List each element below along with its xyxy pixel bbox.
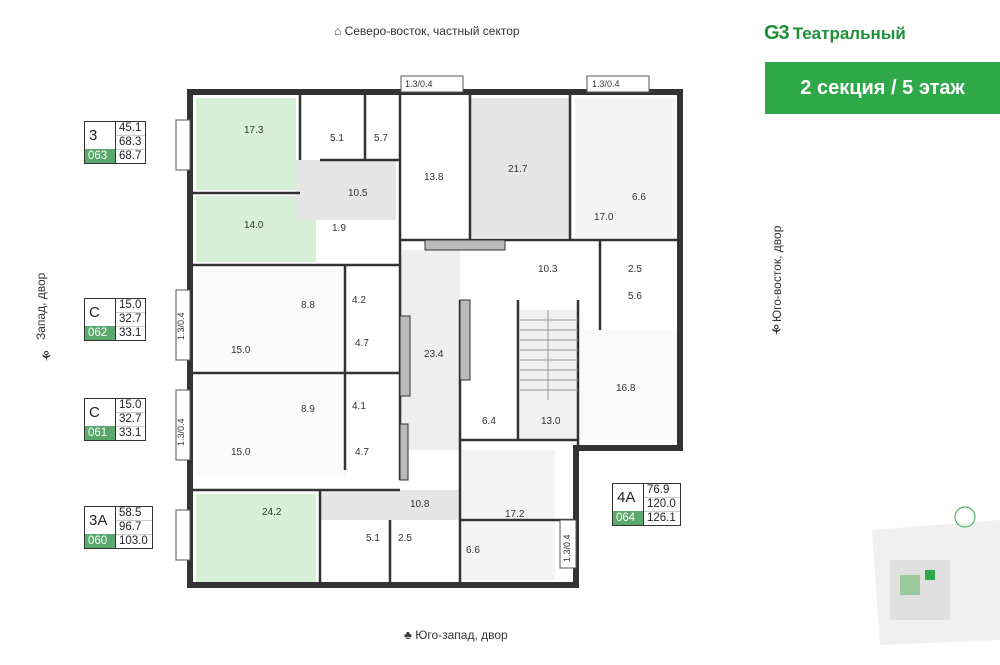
room-area: 15.0 — [231, 345, 251, 356]
room-area: 4.2 — [352, 295, 366, 306]
inner-walls — [190, 92, 680, 585]
lift-shafts — [399, 239, 506, 481]
compass-icon — [954, 506, 976, 528]
total-area: 96.7 — [116, 521, 152, 535]
room-area: 2.5 — [398, 533, 412, 544]
apartment-type: 3 — [89, 127, 98, 144]
balcony-label: 1.3/0.4 — [592, 79, 620, 89]
playground-icon: ⚘ — [40, 348, 53, 364]
house-icon: ⌂ — [334, 24, 342, 38]
room-064-kitchen[interactable] — [575, 98, 675, 238]
outer-walls — [187, 89, 683, 588]
room-area: 6.4 — [482, 416, 496, 427]
room-area: 1.9 — [332, 223, 346, 234]
room-060-bedroom[interactable] — [196, 494, 316, 584]
tree-icon: ♣ — [404, 628, 412, 642]
room-area: 21.7 — [508, 164, 528, 175]
total-area: 32.7 — [116, 413, 146, 427]
room-fills — [196, 98, 678, 584]
apartment-number: 061 — [85, 426, 115, 440]
room-area: 16.8 — [616, 383, 636, 394]
balcony-label: 1.3/0.4 — [176, 312, 186, 340]
room-area: 4.7 — [355, 338, 369, 349]
brand-mark: G3 — [764, 22, 790, 44]
apartment-number: 060 — [85, 534, 115, 548]
room-area: 23.4 — [424, 349, 444, 360]
living-area: 15.0 — [116, 299, 146, 313]
room-area: 15.0 — [231, 447, 251, 458]
section-floor-banner: 2 секция / 5 этаж — [765, 62, 1000, 114]
balcony-label: 1.3/0.4 — [176, 418, 186, 446]
direction-south-label: Юго-запад, двор — [415, 628, 508, 642]
total-area-balcony: 103.0 — [119, 535, 148, 547]
room-area: 6.6 — [632, 192, 646, 203]
direction-north-label: Северо-восток, частный сектор — [344, 24, 520, 38]
balconies — [175, 75, 650, 569]
room-area: 8.9 — [301, 404, 315, 415]
room-064-living[interactable] — [470, 98, 570, 238]
living-area: 45.1 — [116, 122, 146, 136]
room-area: 17.0 — [594, 212, 614, 223]
apartment-type: С — [89, 404, 100, 421]
room-area: 6.6 — [466, 545, 480, 556]
total-area-balcony: 33.1 — [119, 327, 142, 339]
room-area: 2.5 — [628, 264, 642, 275]
room-area: 14.0 — [244, 220, 264, 231]
apartment-type: С — [89, 304, 100, 321]
total-area-balcony: 68.7 — [119, 150, 142, 162]
room-area: 24.2 — [262, 507, 282, 518]
total-area: 32.7 — [116, 313, 146, 327]
total-area-balcony: 33.1 — [119, 427, 142, 439]
living-area: 15.0 — [116, 399, 146, 413]
room-area: 4.1 — [352, 401, 366, 412]
room-063-bedroom[interactable] — [196, 98, 296, 190]
room-area: 13.0 — [541, 416, 561, 427]
room-area: 10.3 — [538, 264, 558, 275]
balcony-label: 1.3/0.4 — [405, 79, 433, 89]
room-area: 5.7 — [374, 133, 388, 144]
stair-well — [520, 310, 578, 440]
room-area: 10.5 — [348, 188, 368, 199]
living-area: 76.9 — [644, 484, 680, 498]
playground-icon-east: ⚘ — [770, 322, 783, 338]
room-area: 5.1 — [366, 533, 380, 544]
room-area: 13.8 — [424, 172, 444, 183]
apartment-number: 063 — [85, 149, 115, 163]
room-060-hall[interactable] — [320, 490, 460, 520]
room-area: 5.1 — [330, 133, 344, 144]
room-062-main[interactable] — [196, 268, 346, 370]
direction-south: ♣ Юго-запад, двор — [404, 628, 508, 642]
apartment-type: 3А — [89, 512, 108, 529]
total-area: 68.3 — [116, 136, 146, 150]
total-area-balcony: 126.1 — [647, 512, 676, 524]
room-area: 8.8 — [301, 300, 315, 311]
apartment-number: 064 — [613, 511, 643, 525]
total-area: 120.0 — [644, 498, 680, 512]
apartment-number: 062 — [85, 326, 115, 340]
direction-north: ⌂ Северо-восток, частный сектор — [334, 24, 520, 38]
room-061-main[interactable] — [196, 376, 346, 476]
room-063-hall[interactable] — [296, 160, 396, 220]
room-area: 10.8 — [410, 499, 430, 510]
room-064-bedroom[interactable] — [578, 330, 678, 440]
room-area: 17.2 — [505, 509, 525, 520]
room-060-living[interactable] — [460, 450, 555, 580]
site-plan-map — [872, 506, 1000, 645]
living-area: 58.5 — [116, 507, 152, 521]
apartment-type: 4А — [617, 489, 636, 506]
room-area: 5.6 — [628, 291, 642, 302]
room-area: 4.7 — [355, 447, 369, 458]
brand-name: Театральный — [792, 24, 906, 43]
balcony-label: 1.3/0.4 — [562, 534, 572, 562]
stairs — [520, 310, 578, 400]
room-area: 17.3 — [244, 125, 264, 136]
